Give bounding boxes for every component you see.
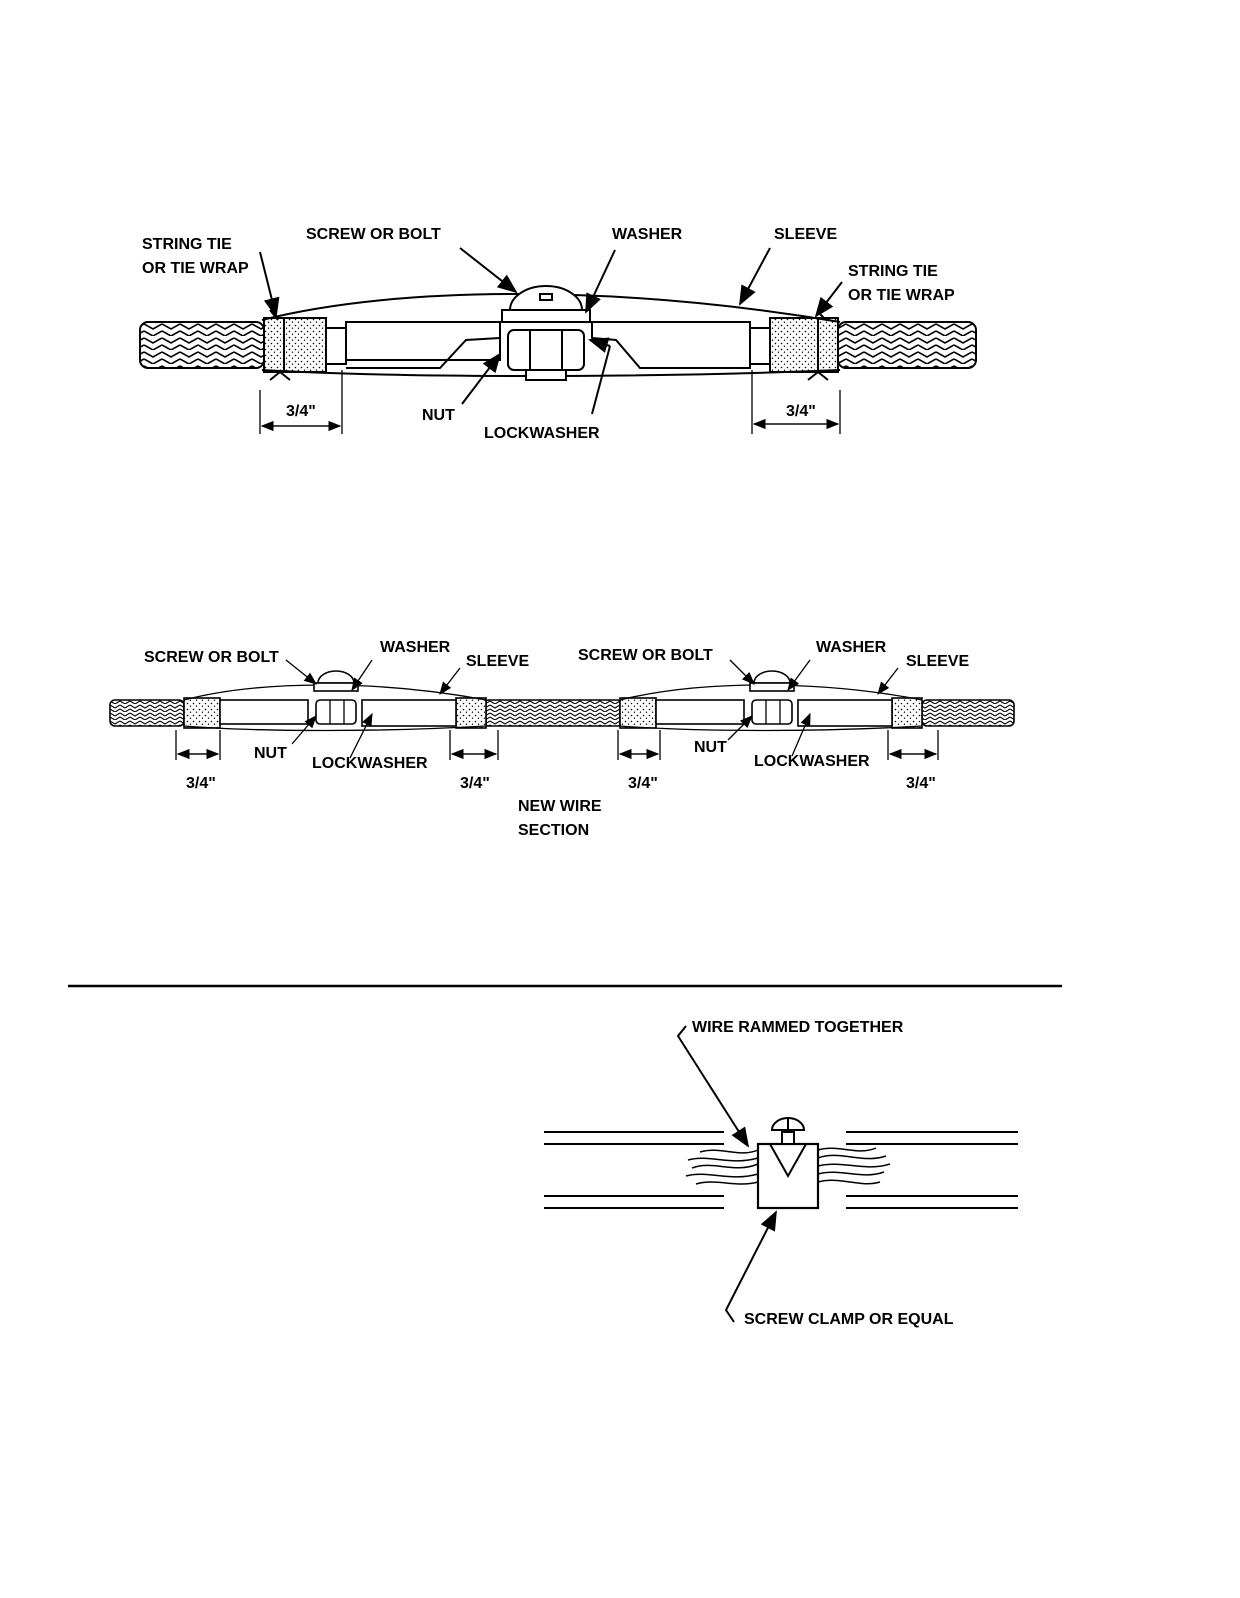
label-lockwasher-1: LOCKWASHER xyxy=(312,755,428,772)
wire-left-segment xyxy=(110,700,184,726)
label-nut: NUT xyxy=(422,407,455,424)
label-washer: WASHER xyxy=(612,226,683,243)
label-sleeve-1: SLEEVE xyxy=(466,653,529,670)
label-dim-right: 3/4" xyxy=(786,403,816,420)
right-connector-tube xyxy=(592,322,750,368)
label-dim-left: 3/4" xyxy=(286,403,316,420)
label-washer-2: WASHER xyxy=(816,639,887,656)
label-screw-clamp-or-equal: SCREW CLAMP OR EQUAL xyxy=(744,1311,954,1328)
left-tape-band xyxy=(264,318,326,372)
top-splice-figure: STRING TIE OR TIE WRAP SCREW OR BOLT WAS… xyxy=(140,226,976,442)
label-string-tie-right-1: STRING TIE xyxy=(848,263,938,280)
new-wire-section xyxy=(486,700,620,726)
label-sleeve-2: SLEEVE xyxy=(906,653,969,670)
right-tape-band xyxy=(770,318,838,372)
label-lockwasher-2: LOCKWASHER xyxy=(754,753,870,770)
right-braided-wire xyxy=(838,322,976,368)
left-connector-tube xyxy=(346,322,500,360)
middle-splice-figure: SCREW OR BOLT WASHER SLEEVE NUT LOCKWASH… xyxy=(110,639,1014,839)
label-wire-rammed-together: WIRE RAMMED TOGETHER xyxy=(692,1019,904,1036)
label-washer-1: WASHER xyxy=(380,639,451,656)
label-new-wire-1: NEW WIRE xyxy=(518,798,602,815)
label-screw-or-bolt: SCREW OR BOLT xyxy=(306,226,441,243)
washer xyxy=(502,310,590,322)
label-screw-or-bolt-1: SCREW OR BOLT xyxy=(144,649,279,666)
label-nut-2: NUT xyxy=(694,739,727,756)
label-screw-or-bolt-2: SCREW OR BOLT xyxy=(578,647,713,664)
nut xyxy=(508,330,584,370)
label-dim-4: 3/4" xyxy=(906,775,936,792)
label-string-tie-right-2: OR TIE WRAP xyxy=(848,287,955,304)
label-new-wire-2: SECTION xyxy=(518,822,589,839)
label-dim-3: 3/4" xyxy=(628,775,658,792)
label-nut-1: NUT xyxy=(254,745,287,762)
label-string-tie-left-2: OR TIE WRAP xyxy=(142,260,249,277)
label-lockwasher: LOCKWASHER xyxy=(484,425,600,442)
wire-right-segment xyxy=(922,700,1014,726)
label-string-tie-left-1: STRING TIE xyxy=(142,236,232,253)
label-sleeve: SLEEVE xyxy=(774,226,837,243)
screw-clamp-figure: WIRE RAMMED TOGETHER SCREW CLAMP OR EQUA… xyxy=(544,1019,1018,1328)
label-dim-2: 3/4" xyxy=(460,775,490,792)
label-dim-1: 3/4" xyxy=(186,775,216,792)
left-braided-wire xyxy=(140,322,264,368)
